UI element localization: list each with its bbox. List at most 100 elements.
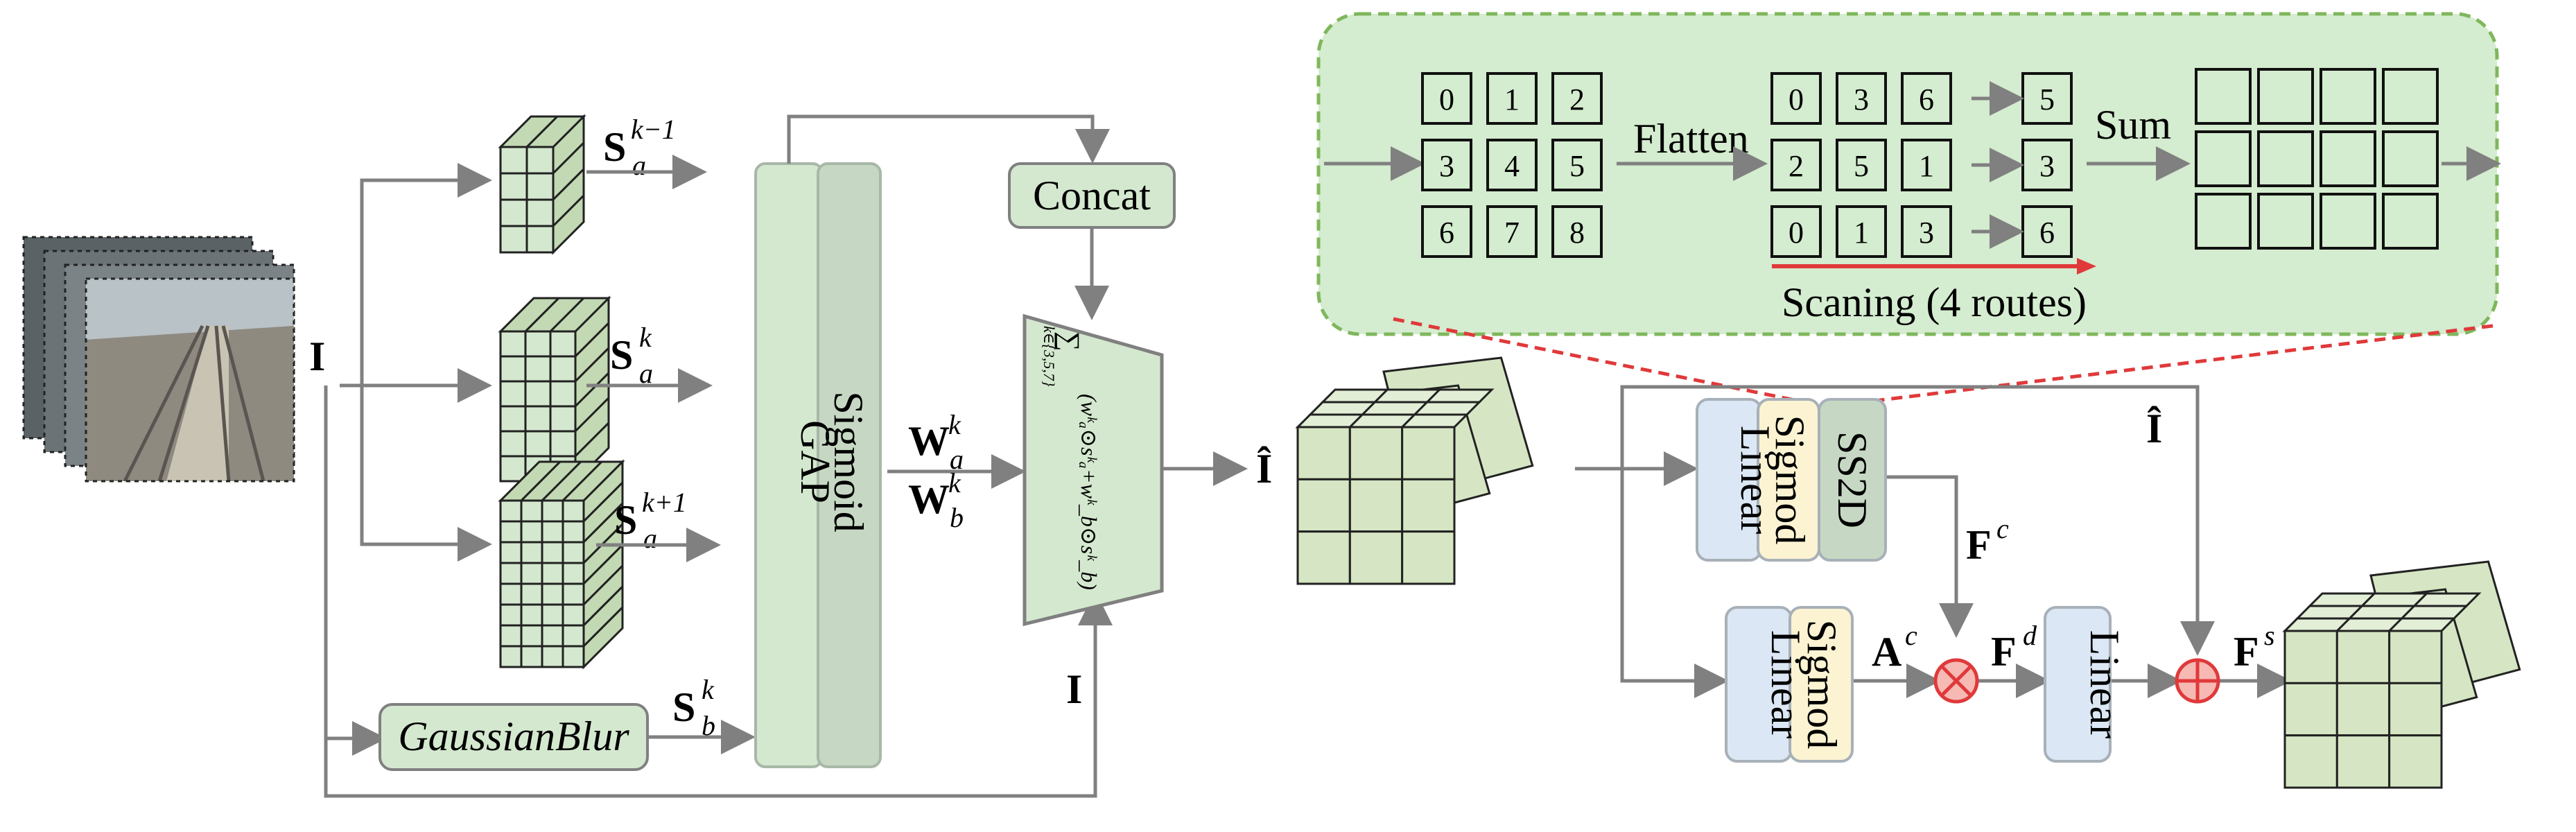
weighted-sum-block	[1022, 313, 1164, 627]
svg-text:S: S	[610, 332, 633, 378]
svg-text:0: 0	[1789, 83, 1804, 116]
label-fs: F s	[2234, 620, 2275, 675]
svg-text:3: 3	[1854, 83, 1869, 116]
svg-text:5: 5	[1569, 149, 1585, 183]
scan-grid-output	[2195, 68, 2439, 250]
scale-label-k-minus-1: S a k−1	[603, 114, 676, 181]
svg-text:8: 8	[1569, 216, 1585, 250]
svg-text:6: 6	[1439, 216, 1454, 250]
svg-text:F: F	[1966, 522, 1992, 568]
sigmod-lower-label: Sigmod	[1799, 620, 1845, 749]
svg-text:1: 1	[1919, 149, 1934, 183]
svg-text:S: S	[603, 124, 626, 170]
svg-text:S: S	[614, 497, 637, 543]
svg-text:2: 2	[1789, 149, 1804, 183]
zoom-line-right	[1863, 324, 2494, 404]
svg-text:S: S	[672, 684, 695, 730]
sigmoid-block	[817, 162, 882, 768]
svg-text:k: k	[702, 674, 715, 705]
input-image-stack	[22, 236, 295, 483]
svg-text:k∈{3,5,7}: k∈{3,5,7}	[1041, 326, 1058, 387]
svg-text:3: 3	[1439, 149, 1454, 183]
gap-label: GAP	[792, 420, 838, 503]
i-bottom-label: I	[1066, 666, 1082, 712]
svg-text:6: 6	[1919, 83, 1934, 116]
label-fd: F d	[1991, 620, 2037, 675]
svg-text:k+1: k+1	[642, 487, 687, 518]
label-ac: A c	[1872, 620, 1917, 675]
svg-text:4: 4	[1504, 149, 1520, 183]
svg-text:5: 5	[1854, 149, 1869, 183]
sigmod-lower	[1789, 606, 1854, 763]
svg-text:(wᵏₐ⊙sᵏₐ+wᵏ_b⊙sᵏ_b): (wᵏₐ⊙sᵏₐ+wᵏ_b⊙sᵏ_b)	[1077, 394, 1102, 590]
svg-text:s: s	[2264, 620, 2275, 651]
scale-cube-small	[498, 114, 586, 255]
sigmoid-label: Sigmoid	[826, 391, 871, 532]
scan-grid-routes: 0 3 6 2 5 1 0 1 3	[1770, 72, 1952, 258]
svg-text:6: 6	[2039, 216, 2055, 250]
svg-text:k: k	[639, 322, 652, 353]
svg-text:k: k	[948, 467, 961, 499]
scan-route-outputs: 5 3 6	[1972, 72, 2073, 258]
label-fc: F c	[1966, 513, 2009, 568]
svg-text:k: k	[948, 409, 961, 440]
sigmod-upper-label: Sigmod	[1767, 415, 1813, 545]
weighted-sum-formula: ∑ k∈{3,5,7} (wᵏₐ⊙sᵏₐ+wᵏ_b⊙sᵏ_b)	[1041, 326, 1102, 590]
svg-text:0: 0	[1789, 216, 1804, 250]
concat-label: Concat	[1033, 173, 1151, 218]
svg-text:c: c	[1905, 620, 1917, 651]
i-hat-cube	[1295, 356, 1534, 585]
input-connectors	[324, 163, 1113, 798]
i-hat-label: Î	[1256, 446, 1272, 492]
svg-text:a: a	[639, 358, 653, 389]
svg-text:a: a	[950, 444, 964, 475]
linear-lower-label: Linear	[1763, 630, 1809, 739]
svg-text:W: W	[908, 418, 950, 464]
output-cube	[2282, 560, 2521, 789]
svg-text:d: d	[2023, 620, 2037, 651]
svg-text:0: 0	[1439, 83, 1454, 116]
scan-red-arrowhead	[2077, 258, 2096, 275]
scan-grid-input: 0 1 2 3 4 5 6 7 8	[1421, 72, 1603, 258]
gaussian-blur-label: GaussianBlur	[398, 713, 629, 759]
svg-text:5: 5	[2039, 83, 2055, 116]
svg-text:b: b	[702, 710, 715, 741]
svg-text:3: 3	[2039, 149, 2055, 183]
svg-text:∑: ∑	[1054, 331, 1086, 352]
scale-cube-large	[498, 459, 625, 670]
add-icon	[2175, 658, 2220, 704]
scale-arrows	[586, 155, 721, 562]
linear-right	[2044, 606, 2112, 763]
svg-text:A: A	[1872, 629, 1901, 675]
svg-text:7: 7	[1504, 216, 1520, 250]
svg-text:a: a	[632, 150, 646, 181]
svg-text:W: W	[908, 476, 950, 522]
gap-to-concat-arrow	[787, 114, 1110, 164]
scale-label-k: S a k	[610, 322, 653, 389]
svg-text:b: b	[950, 502, 964, 533]
svg-text:F: F	[1991, 629, 2017, 675]
i-hat-right-label: Î	[2146, 406, 2162, 451]
svg-text:3: 3	[1919, 216, 1934, 250]
svg-text:c: c	[1996, 513, 2009, 544]
input-label: I	[309, 333, 325, 379]
blur-scale-label: S b k	[672, 674, 715, 741]
svg-text:1: 1	[1504, 83, 1520, 116]
linear-right-label: Linear	[2082, 630, 2127, 739]
ss2d-block	[1818, 398, 1887, 562]
ss2d-label: SS2D	[1829, 431, 1875, 528]
sum-label: Sum	[2095, 102, 2171, 148]
scale-cube-medium	[498, 295, 611, 484]
svg-text:k−1: k−1	[631, 114, 676, 145]
linear-upper-label: Linear	[1732, 426, 1778, 535]
right-connectors	[1575, 385, 2292, 698]
svg-text:2: 2	[1569, 83, 1585, 116]
multiply-icon	[1933, 658, 1979, 704]
svg-text:1: 1	[1854, 216, 1869, 250]
scanning-label: Scaning (4 routes)	[1782, 279, 2087, 325]
flatten-label: Flatten	[1633, 116, 1749, 162]
scale-label-k-plus-1: S a k+1	[614, 487, 687, 554]
svg-text:a: a	[643, 523, 657, 554]
svg-text:F: F	[2234, 629, 2259, 675]
